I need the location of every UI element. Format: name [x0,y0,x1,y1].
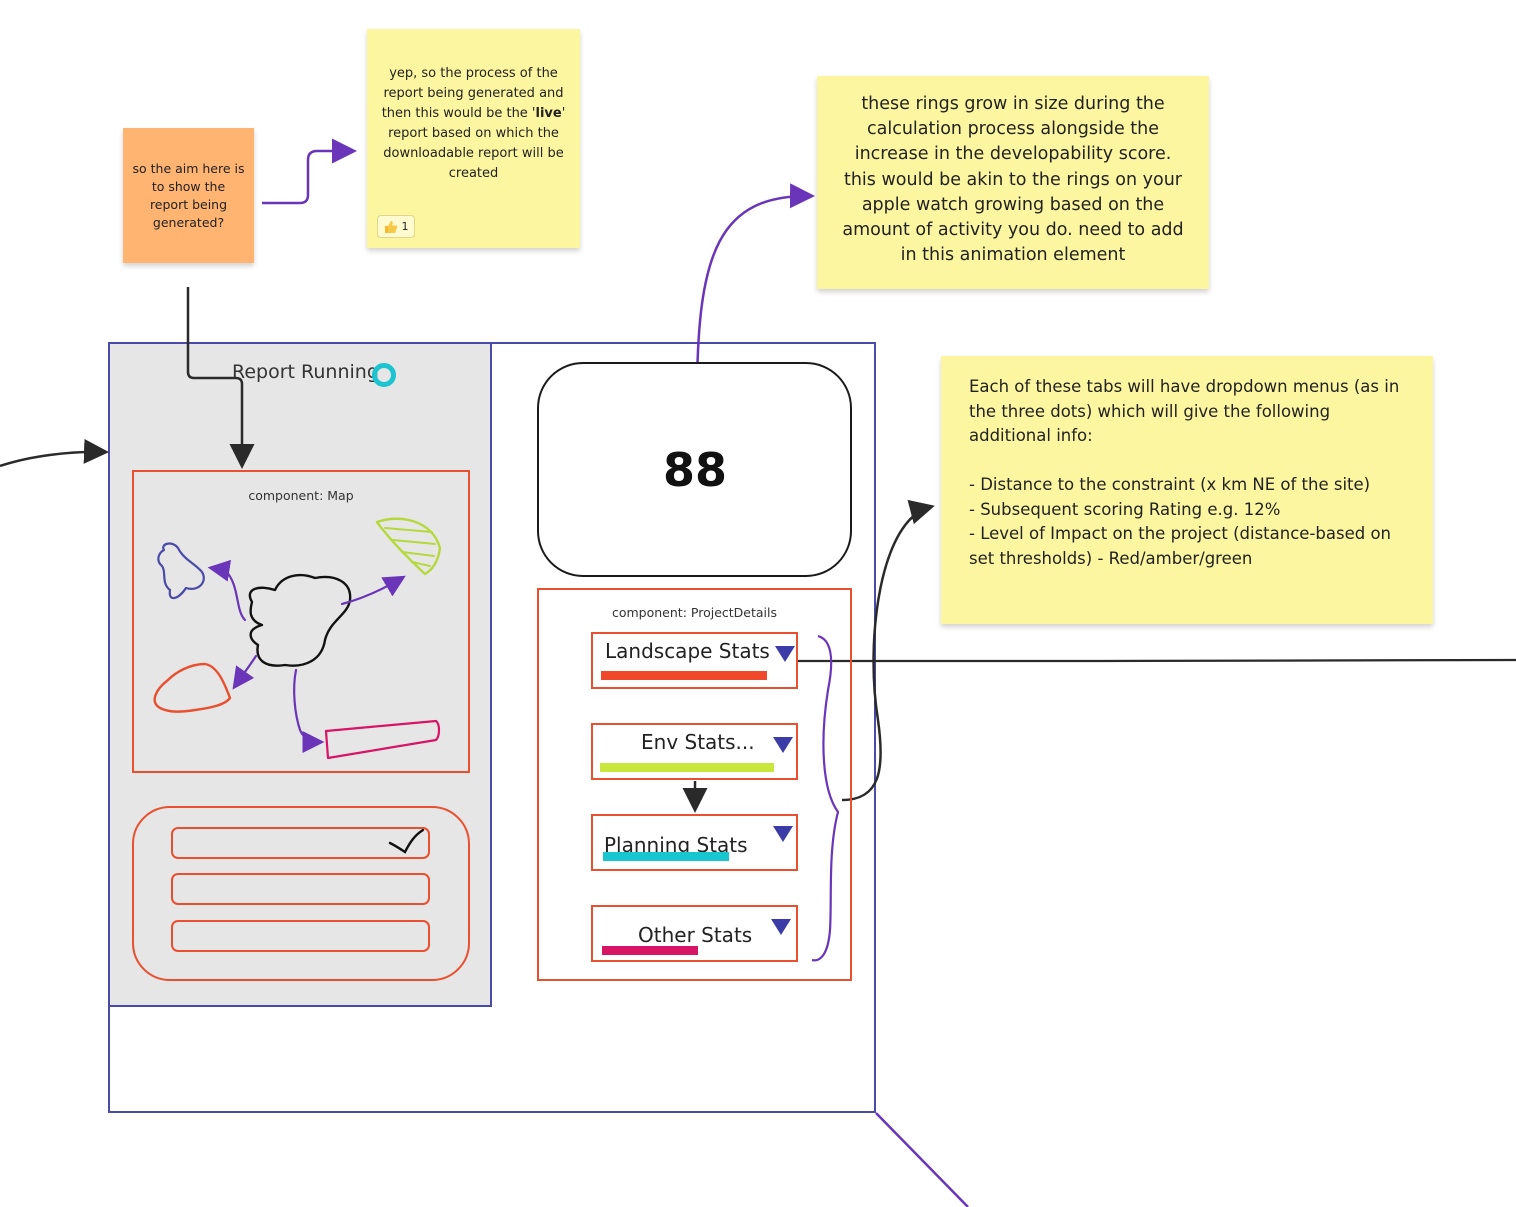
arrow-bracket-to-note [841,499,935,802]
loading-ring-icon [372,363,396,387]
tab-other-stats[interactable]: Other Stats [591,905,798,962]
project-details-label: component: ProjectDetails [611,605,777,620]
reply-text-bold: live [535,106,562,121]
map-sketch [153,517,442,760]
check-mark [388,828,425,854]
checklist-row[interactable] [171,873,430,905]
map-orange-blob [153,662,232,713]
tab-env-stats[interactable]: Env Stats... [591,723,798,780]
map-green-shape [375,517,442,576]
tab-color-bar [602,946,698,955]
arrow-orange-to-reply [262,138,357,205]
rings-note-text: these rings grow in size during the calc… [842,94,1184,266]
checklist-row[interactable] [171,827,430,859]
map-arrow-orange [232,654,258,690]
map-arrow-green [340,575,406,606]
tab-label: Other Stats [638,923,753,947]
score-panel [537,362,852,577]
map-arrow-blue [207,559,247,622]
dropdown-triangle-icon[interactable] [771,919,791,935]
tab-label: Landscape Stats [605,639,770,663]
line-landscape-to-right [798,658,1516,663]
checklist-row[interactable] [171,920,430,952]
tab-landscape-stats[interactable]: Landscape Stats [591,632,798,689]
tab-label: Env Stats... [641,730,755,754]
map-blue-blob [157,542,205,600]
developability-score: 88 [662,443,727,497]
tab-color-bar [600,763,774,772]
orange-sticky-note[interactable]: so the aim here is to show the report be… [123,128,254,263]
map-component: component: Map [132,470,470,773]
reaction-badge[interactable]: 1 [377,215,415,238]
line-diagonal-bottom [875,1112,969,1207]
rings-sticky-note[interactable]: these rings grow in size during the calc… [817,76,1209,289]
reaction-count: 1 [401,220,409,233]
arrow-note-to-map [186,287,255,469]
tabs-sticky-note[interactable]: Each of these tabs will have dropdown me… [941,356,1433,624]
tabs-bracket [811,634,840,962]
map-component-label: component: Map [248,488,354,503]
dropdown-triangle-icon[interactable] [773,737,793,753]
tab-color-bar [603,852,729,861]
dropdown-triangle-icon[interactable] [775,646,795,662]
dropdown-triangle-icon[interactable] [773,826,793,842]
report-running-title: Report Running [232,361,379,383]
reply-text-after: ' report based on which the downloadable… [383,106,566,181]
map-center-blob [248,574,352,667]
reply-text-before: yep, so the process of the report being … [381,66,564,121]
tab-planning-stats[interactable]: Planning Stats [591,814,798,871]
arrow-incoming-left [0,438,109,468]
reply-sticky-note[interactable]: yep, so the process of the report being … [367,29,580,248]
thumbs-up-icon [384,220,397,233]
arrow-rings-to-note [695,183,815,399]
project-details-component: component: ProjectDetails [537,588,852,981]
checklist-component [132,806,470,981]
map-arrow-magenta [293,668,325,753]
map-magenta-bar [324,719,441,760]
tab-color-bar [601,671,767,680]
orange-note-text: so the aim here is to show the report be… [132,160,245,230]
